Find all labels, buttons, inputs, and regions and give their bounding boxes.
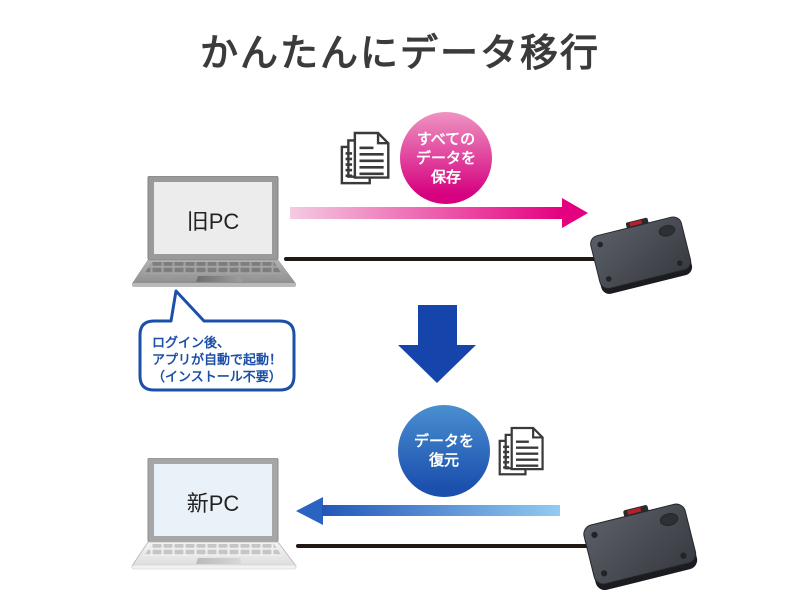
old-pc-label: 旧PC [186, 209, 240, 234]
new-pc-laptop: 新PC [130, 457, 298, 570]
new-pc-label: 新PC [186, 491, 240, 516]
badge-line: データを [413, 433, 474, 450]
page-title: かんたんにデータ移行 [199, 33, 600, 75]
laptop-icon [131, 175, 297, 287]
badge-line: 復元 [428, 452, 459, 469]
laptop-icon [131, 457, 297, 570]
auto-launch-callout: ログイン後、 アプリが自動で起動！ （インストール不要） [138, 288, 296, 392]
right-arrow-icon [290, 198, 588, 233]
old-pc-laptop: 旧PC [130, 175, 298, 288]
portable-hdd-top [584, 206, 696, 299]
usb-cable-top [284, 257, 596, 261]
badge-line: 保存 [430, 168, 461, 186]
documents-icon [340, 131, 392, 192]
left-arrow-icon [296, 497, 562, 530]
down-arrow-icon [398, 305, 476, 388]
portable-hdd-bottom [576, 492, 702, 595]
callout-line: ログイン後、 [152, 335, 231, 350]
badge-line: データを [415, 149, 476, 167]
speech-bubble-icon [138, 289, 296, 392]
callout-line: （インストール不要） [152, 369, 282, 384]
restore-data-badge: データを 復元 [398, 405, 490, 497]
callout-line: アプリが自動で起動！ [152, 352, 283, 367]
save-all-data-badge: すべての データを 保存 [400, 112, 492, 204]
badge-line: すべての [416, 130, 476, 148]
usb-cable-bottom [296, 544, 596, 548]
documents-icon [498, 426, 546, 483]
